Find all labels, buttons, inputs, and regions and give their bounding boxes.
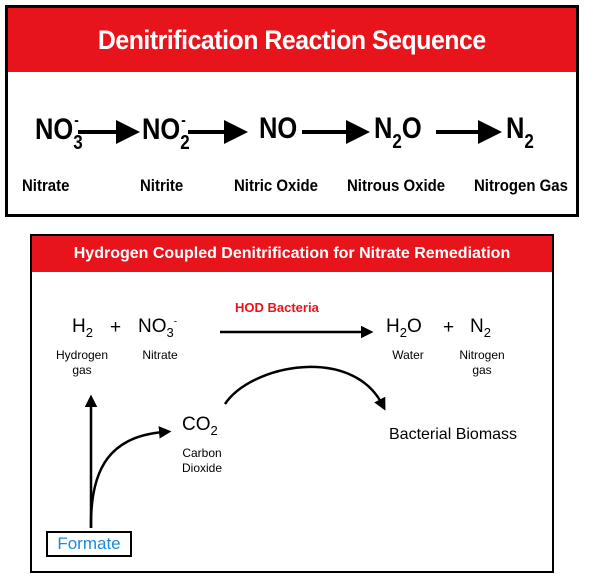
arrow-formate-co2	[89, 426, 172, 529]
co2-formula: CO2	[182, 414, 218, 438]
nitrate-formula: NO3-	[35, 112, 83, 154]
remediation-panel: Hydrogen Coupled Denitrification for Nit…	[30, 234, 554, 573]
remediation-arrows	[84, 325, 386, 529]
nitrite-label: Nitrite	[140, 176, 184, 195]
plus-right: +	[443, 317, 455, 338]
formate-box: Formate	[46, 531, 132, 557]
nitric-oxide-label: Nitric Oxide	[234, 176, 318, 195]
nitrogen-formula-2: N2	[470, 316, 491, 340]
sequence-arrows	[78, 120, 502, 144]
formate-label: Formate	[57, 534, 121, 553]
remediation-title: Hydrogen Coupled Denitrification for Nit…	[73, 245, 511, 262]
sequence-header: Denitrification Reaction Sequence	[8, 8, 576, 72]
nitrate-formula-2: NO3-	[138, 316, 178, 340]
water-formula: H2O	[386, 316, 422, 340]
sequence-title: Denitrification Reaction Sequence	[98, 24, 486, 55]
hydrogen-formula: H2	[72, 316, 93, 340]
catalyst-label: HOD Bacteria	[235, 300, 319, 315]
sequence-panel: Denitrification Reaction Sequence NO3- N…	[5, 5, 579, 217]
nitrogen-gas-label: Nitrogen Gas	[474, 176, 568, 195]
co2-label: Carbon Dioxide	[181, 446, 223, 475]
plus-left: +	[110, 317, 122, 338]
nitrous-oxide-label: Nitrous Oxide	[347, 176, 446, 195]
water-label: Water	[392, 348, 424, 362]
nitrogen-label-2: Nitrogen gas	[459, 348, 505, 377]
hydrogen-label: Hydrogen gas	[55, 348, 109, 377]
nitrite-formula: NO2-	[142, 112, 190, 154]
nitrous-oxide-formula: N2O	[374, 112, 422, 153]
remediation-header: Hydrogen Coupled Denitrification for Nit…	[32, 236, 552, 272]
nitric-oxide-formula: NO	[259, 112, 298, 145]
nitrate-label-2: Nitrate	[142, 348, 178, 362]
nitrogen-gas-formula: N2	[506, 112, 534, 153]
biomass-label: Bacterial Biomass	[389, 426, 518, 443]
arrow-co2-biomass	[223, 365, 386, 411]
nitrate-label: Nitrate	[22, 176, 70, 195]
